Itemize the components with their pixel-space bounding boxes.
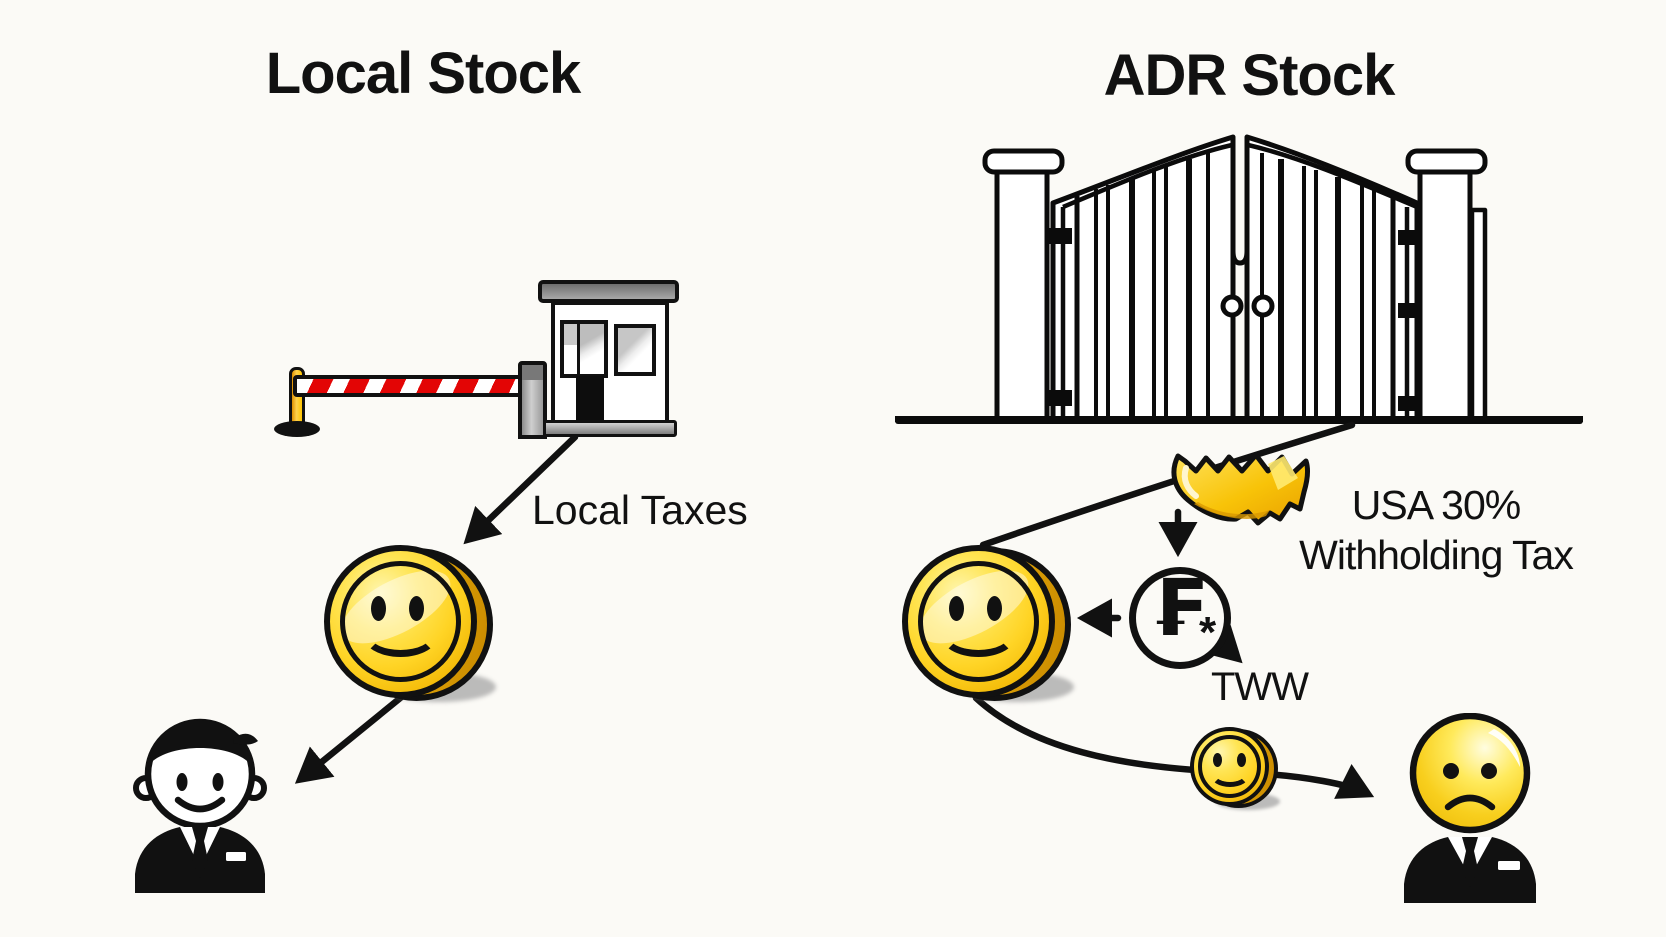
investor-left-eye: [176, 773, 188, 791]
fee-star-icon: *: [1199, 608, 1217, 657]
booth-roof: [538, 280, 679, 303]
investor-hair-tuft: [233, 733, 258, 745]
local-taxes-label: Local Taxes: [532, 487, 748, 533]
booth-window-pane-wide: [580, 324, 604, 374]
sad-right-eye: [1481, 763, 1497, 779]
local-stock-title: Local Stock: [265, 41, 582, 106]
investor-tie: [192, 827, 208, 878]
investor-head: [133, 718, 267, 830]
adr-stock-title: ADR Stock: [1103, 43, 1396, 108]
gate-right-pillar: [1417, 166, 1473, 424]
sad-emoji-head: [1409, 713, 1531, 834]
arrow-coin-to-sad-investor: [972, 694, 1375, 799]
withholding-tax-line2: Withholding Tax: [1299, 532, 1574, 578]
boom-barrier-arm: [293, 375, 525, 397]
toll-booth-icon: [270, 268, 680, 440]
booth-window-left: [560, 320, 608, 378]
bitten-piece-highlight: [1181, 465, 1199, 499]
gate-handles: [1220, 294, 1275, 318]
booth-door: [576, 376, 604, 426]
barrier-pivot-cap: [522, 365, 543, 380]
coin-smile: [362, 611, 439, 657]
bitten-piece-facet: [1268, 456, 1298, 490]
bitten-coin-piece-icon: [1171, 452, 1310, 526]
franc-currency-icon: ₣: [1151, 564, 1206, 654]
withholding-tax-label: USA 30% Withholding Tax: [1268, 480, 1604, 580]
coin-inner-ring: [340, 561, 461, 682]
sad-investor-suit: [1404, 837, 1536, 903]
local-dividend-coin-icon: [324, 545, 504, 711]
booth-base: [543, 420, 677, 437]
investor-smile: [174, 796, 226, 813]
adr-dividend-coin-icon: [902, 545, 1082, 711]
gate-left-pillar-cap: [982, 148, 1065, 175]
sad-investor-tie: [1462, 837, 1478, 887]
booth-window-right: [614, 324, 656, 376]
sad-frown: [1444, 794, 1496, 811]
withholding-tax-line1: USA 30%: [1351, 482, 1522, 528]
coin-left-eye: [1213, 753, 1222, 767]
coin-inner-ring: [1198, 735, 1261, 798]
gate-left-pillar: [994, 166, 1050, 424]
coin-smile: [940, 611, 1017, 657]
small-net-coin-icon: [1190, 727, 1282, 815]
investor-pocket-square: [226, 852, 246, 861]
coin-inner-ring: [918, 561, 1039, 682]
currency-fee-circle-icon: ₣ *: [1129, 564, 1231, 669]
investor-suit: [135, 827, 265, 893]
gate-bars: [1074, 153, 1396, 419]
coin-smile: [1210, 761, 1250, 787]
barrier-pivot-post: [518, 361, 547, 439]
gate-hinges: [1048, 228, 1420, 411]
sad-investor-icon: [1404, 713, 1536, 903]
investor-hair: [148, 720, 252, 772]
sad-investor-pocket-square: [1498, 861, 1520, 870]
gate-side-post: [1469, 207, 1488, 423]
iron-gate-icon: [895, 134, 1583, 424]
barrier-pole-base: [274, 421, 320, 437]
bitten-piece-shade: [1194, 502, 1270, 519]
happy-investor-icon: [133, 718, 267, 893]
head-gloss: [1488, 729, 1520, 767]
tww-label: TWW: [1211, 665, 1309, 709]
investor-right-eye: [212, 773, 224, 791]
booth-window-pane-narrow: [564, 324, 580, 374]
sad-left-eye: [1443, 763, 1459, 779]
coin-right-eye: [1237, 753, 1246, 767]
gate-right-pillar-cap: [1405, 148, 1488, 175]
